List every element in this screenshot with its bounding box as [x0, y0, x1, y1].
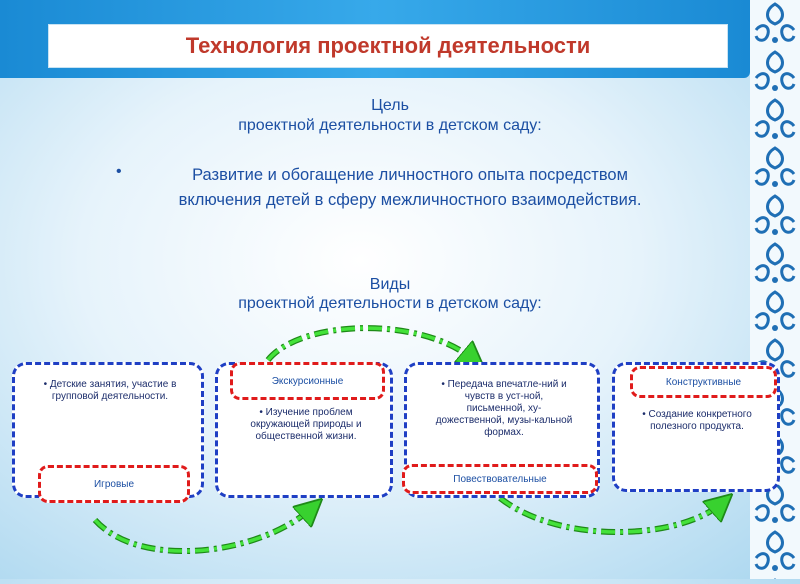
card-ekskursionnye-desc-3: общественной жизни. [255, 431, 357, 442]
bullet-dot-icon: • [116, 163, 122, 180]
card-ekskursionnye-desc-1: • Изучение проблем [259, 407, 353, 418]
card-povestvovatelnye-desc-4: дожественной, музы-кальной [435, 415, 573, 426]
types-subheading: проектной деятельности в детском саду: [238, 295, 542, 312]
card-ekskursionnye-desc-2: окружающей природы и [250, 419, 362, 430]
page-title: Технология проектной деятельности [48, 24, 728, 68]
tag-povestvovatelnye: Повествовательные [402, 464, 598, 494]
goal-bullet-line-1: Развитие и обогащение личностного опыта … [192, 166, 628, 184]
card-povestvovatelnye-desc-5: формах. [484, 427, 524, 438]
arrow-ekskursionnye-to-povestvovatelnye [265, 325, 476, 363]
goal-heading: Цель [371, 97, 409, 114]
card-povestvovatelnye-desc-3: письменной, ху- [466, 403, 542, 414]
goal-subheading: проектной деятельности в детском саду: [238, 117, 542, 134]
tag-igrovye: Игровые [38, 465, 190, 503]
tag-konstruktivnye: Конструктивные [630, 366, 777, 398]
card-igrovye-desc-1: • Детские занятия, участие в [43, 379, 177, 390]
goal-bullet-line-2: включения детей в сферу межличностного в… [178, 191, 642, 209]
card-povestvovatelnye-desc-2: чувств в уст-ной, [464, 391, 544, 402]
tag-ekskursionnye: Экскурсионные [230, 362, 385, 400]
card-povestvovatelnye-desc-1: • Передача впечатле-ний и [441, 379, 567, 390]
card-konstruktivnye-desc-2: полезного продукта. [650, 421, 744, 432]
types-heading: Виды [369, 276, 411, 293]
title-band: Технология проектной деятельности [0, 0, 750, 78]
card-konstruktivnye-desc-1: • Создание конкретного [642, 409, 752, 420]
card-igrovye-desc-2: групповой деятельности. [51, 391, 169, 402]
